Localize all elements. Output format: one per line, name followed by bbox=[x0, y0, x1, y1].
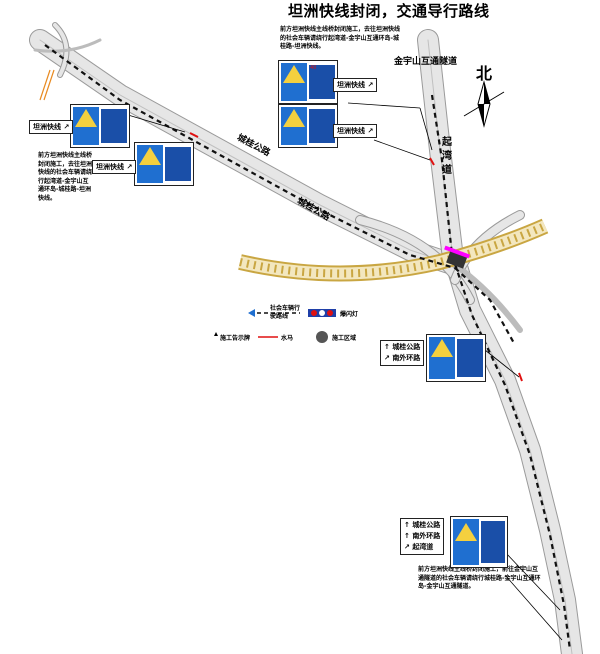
arrow-icon: ↗ bbox=[63, 123, 70, 131]
arrow-icon: ↗ bbox=[126, 163, 133, 171]
construction-warning-icon bbox=[75, 109, 97, 127]
legend-flash-label: 爆闪灯 bbox=[340, 311, 359, 318]
sign-board-left-2 bbox=[134, 142, 194, 186]
orange-marks bbox=[39, 69, 55, 101]
sign-tanzhou-left-1: 坦洲快线 ↗ bbox=[29, 120, 74, 134]
arrow-up-icon: ↑ bbox=[404, 532, 410, 540]
sign-tanzhou-top-1: 坦洲快线 ↗ bbox=[333, 78, 378, 92]
direction-board-mid: ↑ 城桂公路 ↗ 南外环路 bbox=[380, 340, 425, 366]
construction-warning-icon bbox=[431, 339, 453, 357]
sign-board-left-1 bbox=[70, 104, 130, 148]
bottom-notice: 前方坦洲快线主线桥封闭施工，前往金宇山互通隧道的社会车辆请绕行城桂路-金宇山互通… bbox=[418, 566, 541, 590]
construction-warning-icon bbox=[283, 109, 305, 127]
arrow-up-icon: ↑ bbox=[404, 521, 410, 529]
sign-board-top-2 bbox=[278, 104, 338, 148]
arrow-upright-icon: ↗ bbox=[384, 354, 390, 362]
elevated-bridge bbox=[238, 218, 549, 282]
sign-speed-value: 40 bbox=[310, 65, 317, 71]
arrow-upright-icon: ↗ bbox=[404, 543, 410, 551]
label-qiwan: 起湾道 bbox=[442, 137, 452, 176]
highlight-mark bbox=[444, 245, 470, 259]
sign-board-top-1: 40 bbox=[278, 60, 338, 104]
sign-board-mid bbox=[426, 334, 486, 382]
legend-sign-icon bbox=[214, 332, 218, 336]
legend-sign-label: 施工告示牌 bbox=[220, 335, 251, 342]
legend-work-zone bbox=[316, 331, 328, 343]
label-jinyushan: 金宇山互通隧道 bbox=[394, 57, 458, 67]
construction-warning-icon bbox=[455, 523, 477, 541]
leader-lines bbox=[127, 102, 563, 641]
detour-route-lines bbox=[44, 44, 572, 651]
north-label: 北 bbox=[476, 64, 493, 83]
construction-warning-icon bbox=[139, 147, 161, 165]
arrow-up-icon: ↑ bbox=[384, 343, 390, 351]
top-notice: 前方坦洲快线主线桥封闭施工，去往坦洲快线的社会车辆请绕行起湾道-金宇山互通环岛-… bbox=[280, 26, 401, 50]
water-barriers bbox=[189, 132, 523, 382]
construction-warning-icon bbox=[283, 65, 305, 83]
arrow-icon: ↗ bbox=[367, 127, 374, 135]
sign-board-bottom bbox=[450, 516, 508, 568]
sign-tanzhou-left-2: 坦洲快线 ↗ bbox=[92, 160, 137, 174]
map-title: 坦洲快线封闭，交通导行路线 bbox=[288, 2, 490, 20]
arrow-icon: ↗ bbox=[367, 81, 374, 89]
legend-work-zone-label: 施工区域 bbox=[332, 335, 357, 342]
legend-water-label: 水马 bbox=[281, 335, 294, 342]
north-arrow bbox=[463, 80, 505, 128]
left-notice: 前方坦洲快线主线桥封闭施工，去往坦洲快线的社会车辆请绕行起湾道-金宇山互通环岛-… bbox=[38, 152, 93, 202]
sign-tanzhou-top-2: 坦洲快线 ↗ bbox=[333, 124, 378, 138]
direction-board-bottom: ↑ 城桂公路 ↑ 南外环路 ↗ 起湾道 bbox=[400, 518, 445, 555]
legend-detour-label: 社会车辆行驶路线 bbox=[270, 305, 301, 320]
legend-graphics bbox=[214, 309, 336, 343]
